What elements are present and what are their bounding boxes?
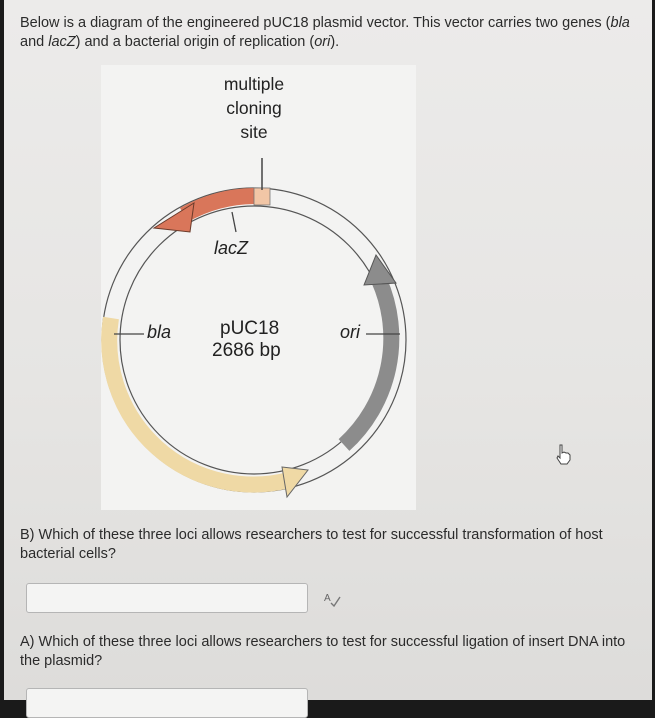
mcs-label-line-1: multiple: [223, 74, 285, 94]
mcs-label-line-3: site: [240, 122, 268, 142]
lacz-label: lacZ: [214, 238, 249, 258]
ori-label: ori: [340, 322, 361, 342]
intro-and: and: [20, 34, 49, 50]
question-page: Below is a diagram of the engineered pUC…: [4, 0, 652, 718]
svg-text:A: A: [324, 593, 331, 604]
intro-ori: ori: [314, 34, 331, 50]
lacz-segment: [180, 188, 255, 223]
lacz-pointer-line: [231, 211, 237, 233]
mcs-label-line-2: cloning: [226, 98, 282, 118]
intro-text: Below is a diagram of the engineered pUC…: [20, 14, 640, 52]
ori-segment: [338, 276, 400, 451]
spellcheck-icon[interactable]: A: [323, 591, 341, 607]
lacz-arrow-head: [152, 202, 195, 233]
hand-cursor-icon: [556, 444, 571, 465]
answer-b-input[interactable]: [26, 583, 308, 613]
plasmid-name: pUC18: [220, 318, 280, 339]
intro-gene-bla: bla: [610, 15, 630, 31]
bla-label: bla: [147, 322, 172, 342]
question-a: A) Which of these three loci allows rese…: [20, 634, 626, 669]
intro-gene-lacz: lacZ: [48, 34, 76, 50]
bla-segment: [101, 316, 291, 493]
question-b: B) Which of these three loci allows rese…: [20, 527, 603, 562]
intro-part2: ) and a bacterial origin of replication …: [75, 34, 315, 50]
plasmid-size: 2686 bp: [212, 340, 281, 361]
bla-arrow-head: [281, 466, 309, 499]
answer-a-input[interactable]: [26, 688, 308, 718]
intro-part3: ).: [330, 34, 340, 50]
ori-arrow-head: [363, 253, 397, 286]
intro-part1: Below is a diagram of the engineered pUC…: [20, 15, 611, 31]
mcs-label: multiple cloning site: [209, 72, 299, 144]
plasmid-diagram: [101, 158, 407, 499]
mcs-segment: [253, 187, 271, 206]
